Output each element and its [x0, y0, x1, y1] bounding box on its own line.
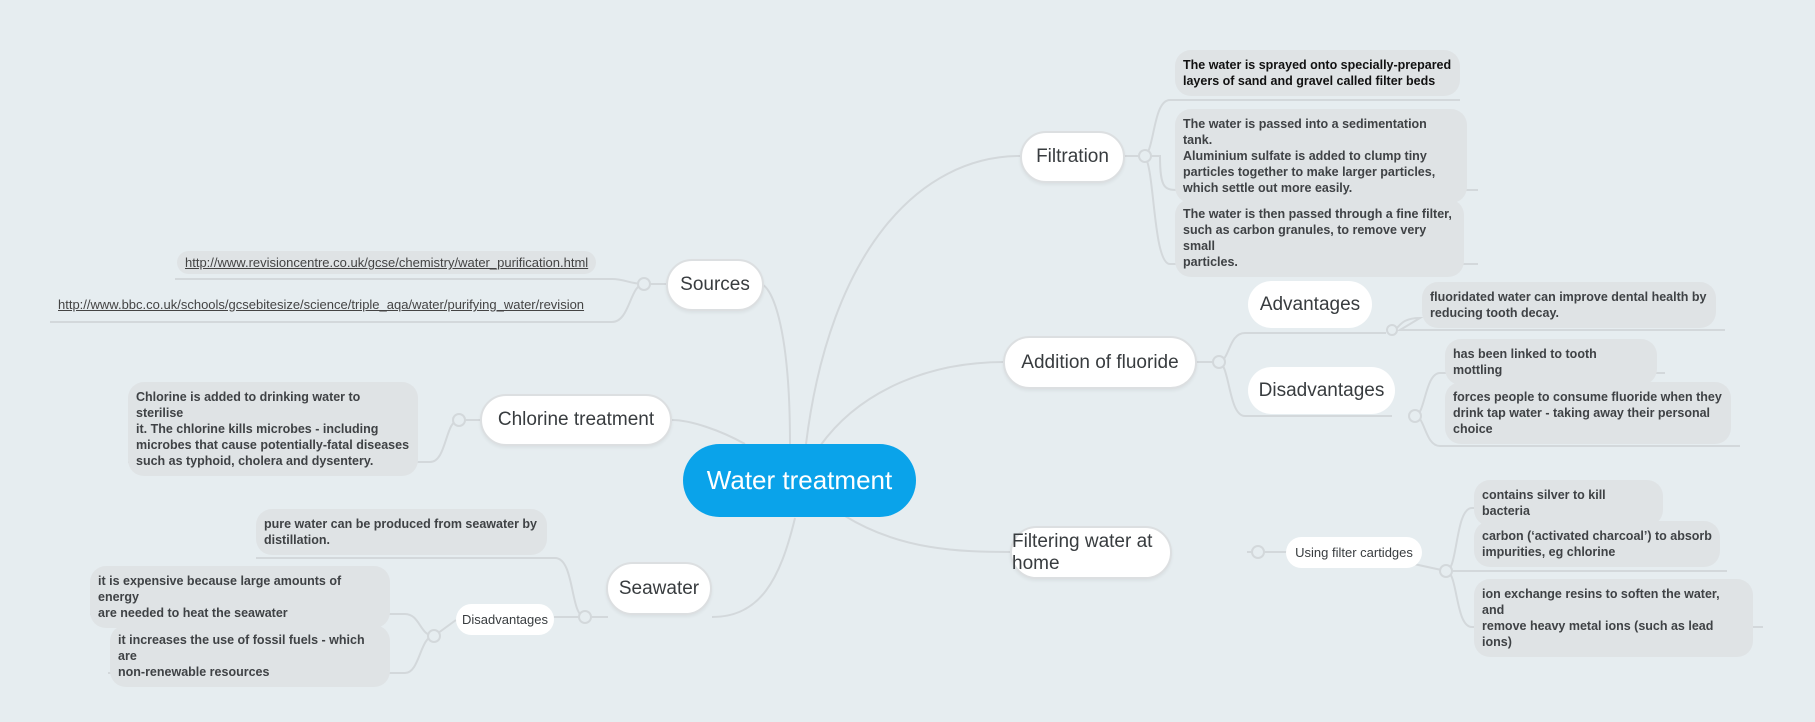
filtration-item-fine-filter[interactable]: The water is then passed through a fine … [1175, 199, 1464, 277]
branch-filtration[interactable]: Filtration [1020, 131, 1125, 183]
branch-sources[interactable]: Sources [666, 259, 764, 311]
central-topic[interactable]: Water treatment [683, 444, 916, 517]
branch-filtering-water-at-home[interactable]: Filtering water at home [1010, 526, 1172, 579]
branch-chlorine-treatment[interactable]: Chlorine treatment [480, 394, 672, 446]
source-link-bbc[interactable]: http://www.bbc.co.uk/schools/gcsebitesiz… [58, 297, 585, 312]
filtration-item-sedimentation[interactable]: The water is passed into a sedimentation… [1175, 109, 1467, 203]
seawater-disadvantage-fossil-fuels[interactable]: it increases the use of fossil fuels - w… [110, 625, 390, 687]
seawater-item-distillation[interactable]: pure water can be produced from seawater… [256, 509, 547, 555]
subtopic-seawater-disadvantages[interactable]: Disadvantages [456, 604, 554, 635]
advantage-dental-health[interactable]: fluoridated water can improve dental hea… [1422, 282, 1716, 328]
cartridge-item-ion-exchange[interactable]: ion exchange resins to soften the water,… [1474, 579, 1753, 657]
cartridge-item-silver[interactable]: contains silver to kill bacteria [1474, 480, 1663, 526]
source-link-revisioncentre[interactable]: http://www.revisioncentre.co.uk/gcse/che… [177, 251, 597, 274]
subtopic-fluoride-disadvantages[interactable]: Disadvantages [1248, 367, 1395, 414]
cartridge-item-carbon[interactable]: carbon (‘activated charcoal’) to absorb … [1474, 521, 1720, 567]
disadvantage-tooth-mottling[interactable]: has been linked to tooth mottling [1445, 339, 1657, 385]
subtopic-advantages[interactable]: Advantages [1248, 281, 1372, 328]
branch-addition-of-fluoride[interactable]: Addition of fluoride [1003, 336, 1197, 389]
seawater-disadvantage-energy[interactable]: it is expensive because large amounts of… [90, 566, 390, 628]
subtopic-using-filter-cartridges[interactable]: Using filter cartidges [1286, 537, 1422, 568]
filtration-item-filter-beds[interactable]: The water is sprayed onto specially-prep… [1175, 50, 1460, 96]
chlorine-description[interactable]: Chlorine is added to drinking water to s… [128, 382, 418, 476]
disadvantage-personal-choice[interactable]: forces people to consume fluoride when t… [1445, 382, 1731, 444]
branch-seawater[interactable]: Seawater [606, 562, 712, 615]
